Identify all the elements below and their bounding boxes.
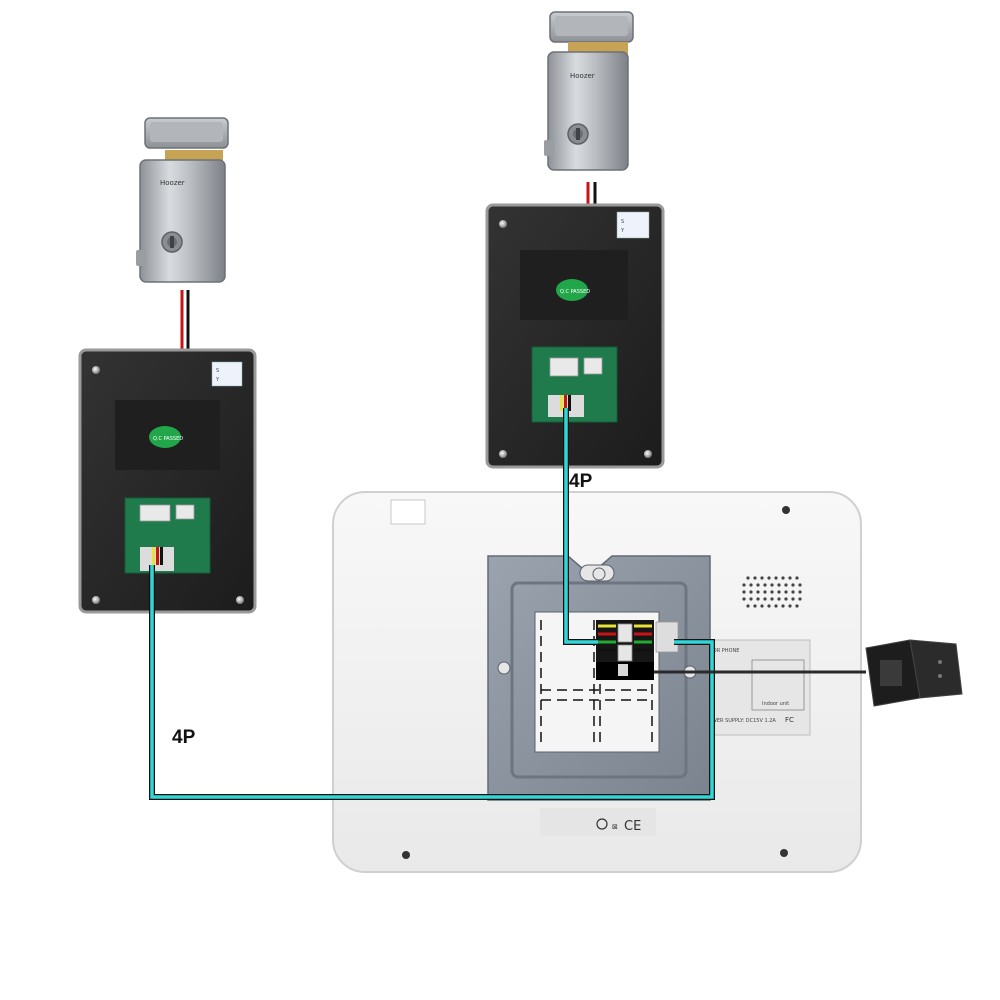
screw-icon [236,596,244,604]
qc-passed-sticker [149,426,181,448]
screw-icon [782,506,790,514]
screw-icon [499,220,507,228]
screw-icon [780,849,788,857]
power-adapter [654,639,963,707]
connector-icon [175,504,195,520]
screw-icon [92,596,100,604]
model-label [390,499,426,525]
connector-icon [139,504,171,522]
power-spec: POWER SUPPLY: DC15V 1.2A [705,718,776,724]
svg-text:Y: Y [215,377,220,383]
rating-label: DOOR PHONE Indoor unit POWER SUPPLY: DC1… [697,639,811,736]
monitor-terminal-block [596,620,679,680]
screw-icon [499,450,507,458]
fc-mark: FC [785,716,794,724]
speaker-grille [742,576,802,608]
right-cable-label: 4P [569,471,593,492]
screw-icon [644,450,652,458]
connector-icon [617,644,633,662]
svg-text:S: S [216,368,219,374]
cable-4p-right [563,408,598,645]
label-subtitle: Indoor unit [762,701,789,707]
screw-icon [92,366,100,374]
svg-text:Q.C PASSED: Q.C PASSED [153,436,183,442]
ce-mark: CE [624,819,641,834]
cable-grommet [655,621,679,653]
right-lock-brand: Hoozer [570,72,595,80]
left-cable-label: 4P [172,727,196,748]
bin-icon: ⊠ [612,823,618,831]
svg-text:S: S [621,219,624,225]
left-outdoor-unit: S Y Q.C PASSED [78,348,257,614]
left-electric-lock: Hoozer [136,117,229,283]
left-lock-brand: Hoozer [160,179,185,187]
recycle-icon [596,818,608,830]
connector-icon [583,357,603,375]
label-title: DOOR PHONE [705,648,739,654]
indoor-monitor: DOOR PHONE Indoor unit POWER SUPPLY: DC1… [332,491,862,873]
power-adapter-icon [938,660,942,678]
svg-text:Y: Y [620,228,625,234]
connector-icon [617,623,633,643]
screw-icon [402,851,410,859]
cable-4p-left [149,565,715,800]
qc-passed-sticker [556,279,588,301]
svg-text:Q.C PASSED: Q.C PASSED [560,289,590,295]
right-electric-lock: Hoozer [544,11,634,171]
connector-icon [549,357,579,377]
right-outdoor-unit: S Y Q.C PASSED [485,203,665,469]
